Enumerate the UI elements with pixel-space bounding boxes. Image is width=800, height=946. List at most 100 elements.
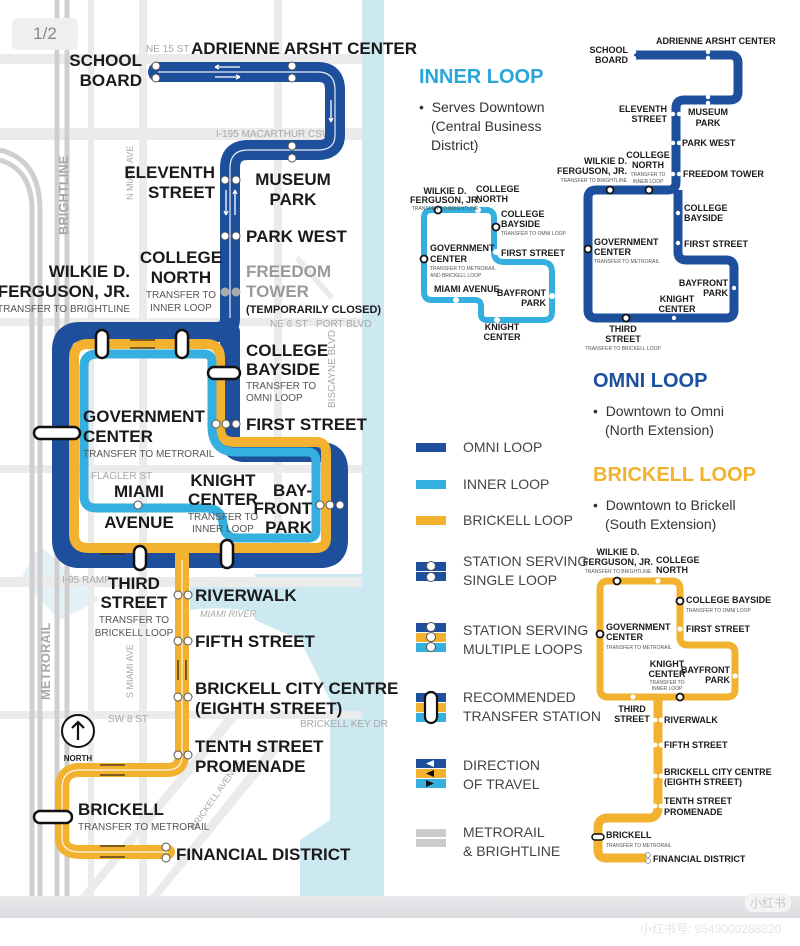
- svg-text:TRANSFER TO OMNI LOOP: TRANSFER TO OMNI LOOP: [686, 608, 751, 614]
- station-knight[interactable]: [219, 538, 235, 570]
- label-third: THIRD: [108, 574, 160, 593]
- svg-text:AND BRICKELL LOOP: AND BRICKELL LOOP: [430, 273, 482, 279]
- station-tenth[interactable]: [173, 750, 183, 760]
- station-bayfront[interactable]: [315, 500, 325, 510]
- station-eleventh[interactable]: [220, 175, 230, 185]
- brickell-mini-labels: WILKIE D. FERGUSON, JR. TRANSFER TO BRIG…: [583, 547, 772, 864]
- below-image-area: [0, 918, 800, 946]
- svg-text:PROMENADE: PROMENADE: [195, 757, 306, 776]
- label-tenth: TENTH STREET: [195, 737, 324, 756]
- station-fifth[interactable]: [173, 636, 183, 646]
- station-government[interactable]: [32, 425, 82, 441]
- rail-icon: [416, 829, 446, 847]
- station-bcc[interactable]: [173, 692, 183, 702]
- inner-label-first: FIRST STREET: [501, 248, 566, 258]
- station-wilkie[interactable]: [94, 328, 110, 360]
- omni-label-arsht: ADRIENNE ARSHT CENTER: [656, 36, 776, 46]
- page-indicator[interactable]: 1/2: [12, 18, 78, 50]
- omni-swatch-icon: [416, 443, 446, 452]
- label-bayfront: BAY-: [273, 481, 312, 500]
- svg-text:CENTER: CENTER: [658, 304, 696, 314]
- svg-text:CENTER: CENTER: [430, 254, 468, 264]
- street-i95: I-95 RAMP: [62, 575, 111, 586]
- street-biscayne: BISCAYNE BLVD: [327, 330, 338, 408]
- station-museum-park[interactable]: [287, 141, 297, 151]
- inner-loop-line: [79, 349, 321, 543]
- svg-text:PARK: PARK: [705, 675, 730, 685]
- omni-label-wilkie: WILKIE D.: [584, 156, 627, 166]
- street-brickellkey: BRICKELL KEY DR: [300, 719, 388, 730]
- label-government: GOVERNMENT: [83, 407, 205, 426]
- station-park-west[interactable]: [220, 231, 230, 241]
- omni-label-government: GOVERNMENT: [594, 237, 659, 247]
- svg-text:FERGUSON, JR.: FERGUSON, JR.: [410, 195, 480, 205]
- station-riverwalk[interactable]: [173, 590, 183, 600]
- svg-text:TRANSFER TO METRORAIL: TRANSFER TO METRORAIL: [606, 645, 672, 651]
- svg-text:TRANSFER TO METRORAIL: TRANSFER TO METRORAIL: [606, 843, 672, 849]
- station-freedom-tower[interactable]: [220, 287, 230, 297]
- svg-text:(EIGHTH STREET): (EIGHTH STREET): [195, 699, 342, 718]
- legend-omni: OMNI LOOP: [463, 439, 543, 455]
- svg-text:GOVERNMENT: GOVERNMENT: [606, 622, 671, 632]
- svg-text:FINANCIAL DISTRICT: FINANCIAL DISTRICT: [653, 854, 746, 864]
- svg-text:THIRD: THIRD: [618, 704, 646, 714]
- label-parkwest: PARK WEST: [246, 227, 347, 246]
- label-fifth: FIFTH STREET: [195, 632, 316, 651]
- multi-station-icon: [416, 622, 446, 652]
- svg-text:CENTER: CENTER: [648, 669, 686, 679]
- street-brightline: BRIGHTLINE: [56, 155, 71, 235]
- svg-text:COLLEGE: COLLEGE: [656, 555, 700, 565]
- svg-text:NORTH: NORTH: [632, 160, 664, 170]
- svg-text:CENTER: CENTER: [483, 332, 521, 342]
- svg-text:TENTH STREET: TENTH STREET: [664, 796, 733, 806]
- label-bcc: BRICKELL CITY CENTRE: [195, 679, 398, 698]
- inner-loop-bullet: • Serves Downtown (Central Business Dist…: [419, 99, 545, 153]
- station-brickell[interactable]: [32, 809, 74, 825]
- station-miami-avenue[interactable]: [133, 500, 143, 510]
- north-arrow-icon: NORTH: [61, 714, 95, 763]
- station-financial[interactable]: [161, 842, 171, 852]
- omni-label-college-bayside: COLLEGE: [684, 203, 728, 213]
- street-flagler: FLAGLER ST: [91, 471, 152, 482]
- station-third[interactable]: [132, 544, 148, 572]
- svg-text:PROMENADE: PROMENADE: [664, 807, 723, 817]
- legend-inner: INNER LOOP: [463, 476, 550, 492]
- station-arsht[interactable]: [287, 61, 297, 71]
- label-wilkie: WILKIE D.: [49, 262, 130, 281]
- omni-label-third: THIRD: [609, 324, 637, 334]
- brickell-loop-title: BRICKELL LOOP: [593, 464, 756, 486]
- station-college-north[interactable]: [174, 328, 190, 360]
- svg-text:TRANSFER TO BRIGHTLINE: TRANSFER TO BRIGHTLINE: [561, 178, 628, 184]
- svg-text:CENTER: CENTER: [606, 632, 644, 642]
- watermark-id: 小红书号: 9549000288820: [640, 922, 782, 936]
- street-metrorail: METRORAIL: [38, 623, 53, 700]
- station-college-bayside[interactable]: [206, 365, 242, 381]
- svg-text:BAYSIDE: BAYSIDE: [501, 219, 540, 229]
- svg-text:PARK: PARK: [696, 118, 721, 128]
- street-nmiami: N MIAMI AVE: [125, 146, 135, 200]
- omni-label-eleventh: ELEVENTH: [619, 104, 667, 114]
- svg-text:TRANSFER TO: TRANSFER TO: [146, 290, 216, 301]
- svg-text:INNER LOOP: INNER LOOP: [150, 303, 212, 314]
- svg-text:FRONT: FRONT: [253, 499, 312, 518]
- label-freedom: FREEDOM: [246, 262, 331, 281]
- station-school-board[interactable]: [151, 61, 161, 71]
- inner-label-government: GOVERNMENT: [430, 243, 495, 253]
- label-miami-ave: MIAMI: [114, 482, 164, 501]
- svg-text:KNIGHT: KNIGHT: [650, 659, 685, 669]
- station-first-street[interactable]: [211, 419, 221, 429]
- street-i195: I-195 MACARTHUR CSWY: [216, 129, 338, 140]
- label-school-board: SCHOOL: [69, 51, 142, 70]
- svg-text:FIFTH STREET: FIFTH STREET: [664, 740, 728, 750]
- svg-text:TRANSFER TO METRORAIL: TRANSFER TO METRORAIL: [594, 259, 660, 265]
- svg-text:PARK: PARK: [270, 190, 318, 209]
- street-smiami: S MIAMI AVE: [125, 644, 135, 698]
- main-station-labels: SCHOOL BOARD ADRIENNE ARSHT CENTER ELEVE…: [0, 39, 417, 864]
- svg-text:BAYSIDE: BAYSIDE: [246, 360, 320, 379]
- street-river: MIAMI RIVER: [200, 609, 257, 619]
- omni-loop-title: OMNI LOOP: [593, 370, 708, 392]
- svg-text:STREET: STREET: [605, 334, 641, 344]
